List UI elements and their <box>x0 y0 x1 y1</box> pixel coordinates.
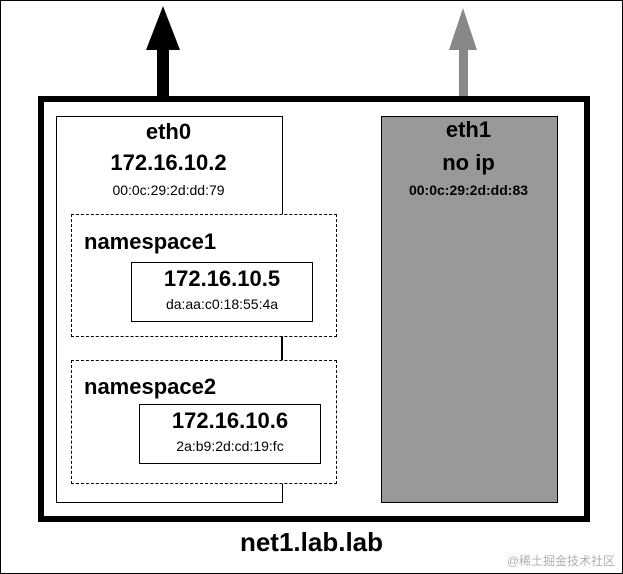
eth1-ip: no ip <box>442 150 495 175</box>
namespace1-name: namespace1 <box>84 229 217 254</box>
namespace2-mac: 2a:b9:2d:cd:19:fc <box>176 438 284 454</box>
eth1-mac: 00:0c:29:2d:dd:83 <box>408 182 529 198</box>
namespace-connector <box>281 336 283 360</box>
watermark: @稀土掘金技术社区 <box>506 554 615 568</box>
eth1-panel <box>381 116 558 503</box>
arrows-layer <box>146 6 477 100</box>
eth1-name: eth1 <box>445 117 492 142</box>
namespace2-name: namespace2 <box>84 374 217 399</box>
host-label: net1.lab.lab <box>239 527 384 557</box>
eth1-uplink-arrow <box>449 8 477 100</box>
namespace1-mac: da:aa:c0:18:55:4a <box>165 296 279 312</box>
namespace2-ip: 172.16.10.6 <box>171 408 289 433</box>
eth0-mac: 00:0c:29:2d:dd:79 <box>112 182 225 198</box>
host-box <box>38 96 590 522</box>
namespace1-ip: 172.16.10.5 <box>163 266 281 291</box>
eth0-name: eth0 <box>145 119 192 144</box>
namespace1-ip-box: 172.16.10.5 da:aa:c0:18:55:4a <box>131 262 313 322</box>
namespace2-ip-box: 172.16.10.6 2a:b9:2d:cd:19:fc <box>139 404 321 464</box>
eth0-uplink-arrow <box>146 6 180 100</box>
eth0-ip: 172.16.10.2 <box>110 150 227 175</box>
